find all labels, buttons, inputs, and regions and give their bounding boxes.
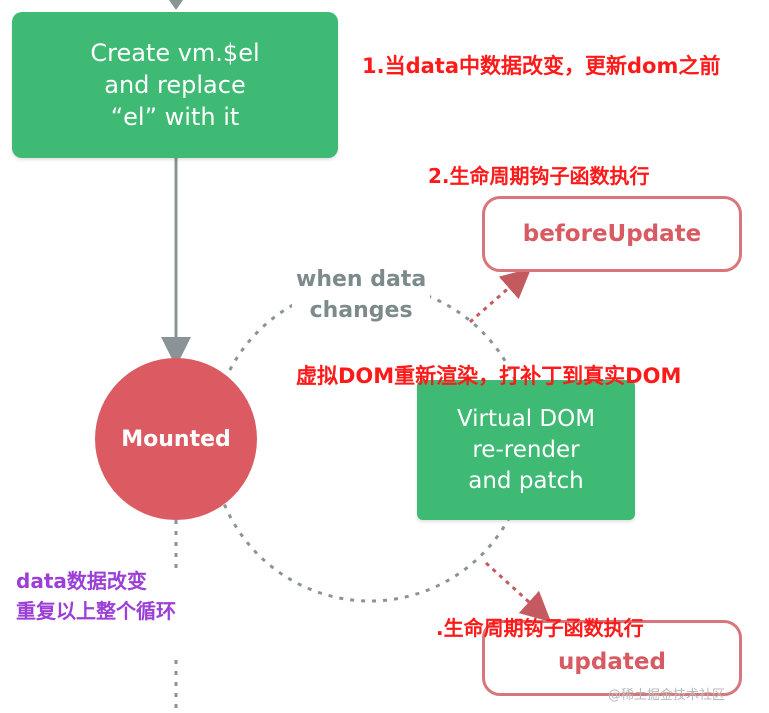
virtual-dom-line-2: re-render xyxy=(472,436,580,463)
top-entry-arrowhead xyxy=(169,0,183,10)
virtual-dom-box: Virtual DOM re-render and patch xyxy=(417,380,635,520)
virtual-dom-line-1: Virtual DOM xyxy=(456,405,596,432)
create-el-line-3: “el” with it xyxy=(110,103,240,131)
annotation-data-change-line-2: 重复以上整个循环 xyxy=(16,599,176,623)
annotation-virtual-dom-patch: 虚拟DOM重新渲染，打补丁到真实DOM xyxy=(296,364,682,388)
cycle-to-beforeupdate-arrow xyxy=(469,268,532,324)
before-update-box: beforeUpdate xyxy=(482,196,742,272)
create-el-box: Create vm.$el and replace “el” with it xyxy=(12,12,338,158)
when-data-line-1: when data xyxy=(296,267,427,292)
annotation-before-dom-update: 1.当data中数据改变，更新dom之前 xyxy=(362,54,721,78)
before-update-label: beforeUpdate xyxy=(522,221,702,247)
annotation-hook-exec-2: .生命周期钩子函数执行 xyxy=(436,616,644,640)
create-el-line-1: Create vm.$el xyxy=(90,39,260,67)
mounted-label: Mounted xyxy=(121,426,231,452)
annotation-data-change-line-1: data数据改变 xyxy=(16,569,147,593)
annotation-data-change: data数据改变 重复以上整个循环 xyxy=(16,566,176,626)
when-data-line-2: changes xyxy=(309,298,413,323)
virtual-dom-line-3: and patch xyxy=(468,467,584,494)
watermark: @稀土掘金技术社区 xyxy=(608,688,726,703)
create-el-line-2: and replace xyxy=(104,71,246,99)
updated-box: updated xyxy=(482,620,742,696)
annotation-hook-exec-1: 2.生命周期钩子函数执行 xyxy=(428,164,650,188)
cycle-to-updated-arrow xyxy=(484,561,552,623)
mounted-node: Mounted xyxy=(95,358,257,520)
when-data-changes-label: when data changes xyxy=(292,264,431,326)
updated-label: updated xyxy=(558,649,666,675)
